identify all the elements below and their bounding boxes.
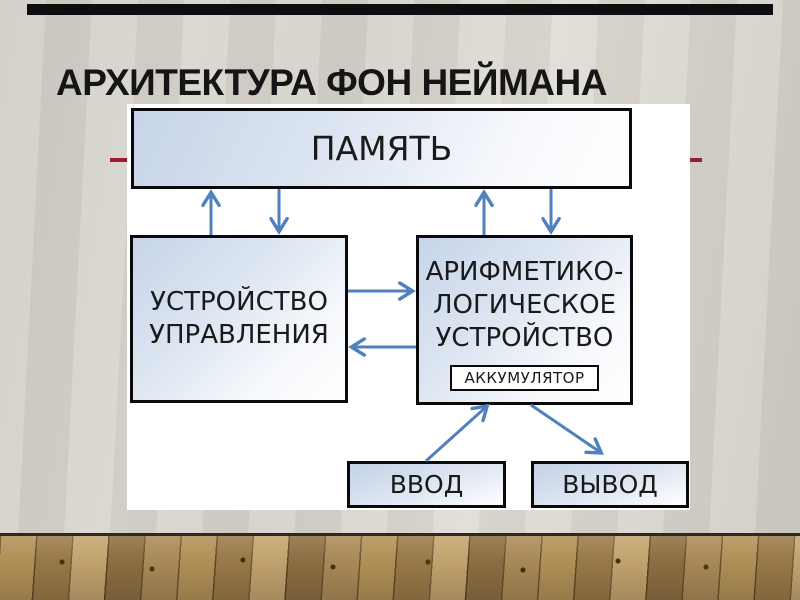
alu-label: АРИФМЕТИКО- ЛОГИЧЕСКОЕ УСТРОЙСТВО: [426, 256, 624, 355]
wood-floor: [0, 533, 800, 600]
accumulator-box: АККУМУЛЯТОР: [450, 365, 599, 391]
output-box: ВЫВОД: [531, 461, 689, 508]
control-unit-line-2: УПРАВЛЕНИЯ: [149, 320, 329, 350]
memory-box: ПАМЯТЬ: [131, 108, 632, 189]
accumulator-label: АККУМУЛЯТОР: [464, 368, 585, 387]
input-label: ВВОД: [389, 470, 464, 499]
control-unit-label: УСТРОЙСТВО УПРАВЛЕНИЯ: [149, 286, 329, 352]
diagram-panel: ПАМЯТЬ УСТРОЙСТВО УПРАВЛЕНИЯ АРИФМЕТИКО-…: [127, 104, 690, 510]
alu-line-1: АРИФМЕТИКО-: [425, 257, 624, 287]
alu-line-3: УСТРОЙСТВО: [435, 323, 614, 353]
control-unit-box: УСТРОЙСТВО УПРАВЛЕНИЯ: [130, 235, 348, 403]
arrow-input-to-alu: [424, 407, 486, 463]
slide-title: АРХИТЕКТУРА ФОН НЕЙМАНА: [56, 62, 607, 103]
alu-line-2: ЛОГИЧЕСКОЕ: [432, 290, 617, 320]
alu-box: АРИФМЕТИКО- ЛОГИЧЕСКОЕ УСТРОЙСТВО АККУМУ…: [416, 235, 633, 405]
output-label: ВЫВОД: [562, 470, 658, 499]
top-accent-bar: [27, 4, 773, 15]
control-unit-line-1: УСТРОЙСТВО: [150, 287, 328, 317]
input-box: ВВОД: [347, 461, 506, 508]
memory-label: ПАМЯТЬ: [310, 129, 453, 168]
arrow-alu-to-output: [530, 403, 600, 452]
